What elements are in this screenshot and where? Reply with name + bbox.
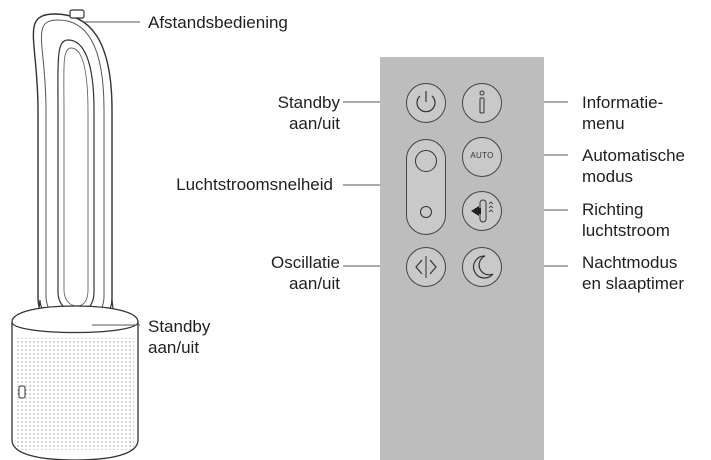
airflow-direction-button[interactable] bbox=[462, 191, 502, 231]
speed-down-icon[interactable] bbox=[420, 206, 432, 218]
speed-up-icon[interactable] bbox=[415, 150, 437, 172]
info-button[interactable] bbox=[462, 83, 502, 123]
info-icon bbox=[479, 90, 485, 114]
label-remote: Afstandsbediening bbox=[148, 13, 288, 32]
standby-button[interactable] bbox=[406, 83, 446, 123]
night-mode-button[interactable] bbox=[462, 247, 502, 287]
label-info: Informatie-menu bbox=[582, 93, 664, 133]
oscillation-icon bbox=[415, 256, 437, 278]
remote-control: AUTO bbox=[380, 57, 544, 460]
power-icon bbox=[416, 91, 436, 113]
auto-button[interactable]: AUTO bbox=[462, 137, 502, 177]
auto-icon: AUTO bbox=[470, 151, 494, 160]
label-airflow-speed: Luchtstroomsnelheid bbox=[176, 175, 333, 194]
docked-remote bbox=[69, 9, 85, 19]
filter-grille bbox=[16, 338, 134, 450]
airflow-speed-control bbox=[406, 139, 446, 235]
oscillation-button[interactable] bbox=[406, 247, 446, 287]
moon-icon bbox=[472, 255, 494, 279]
airflow-direction-icon bbox=[471, 199, 494, 223]
